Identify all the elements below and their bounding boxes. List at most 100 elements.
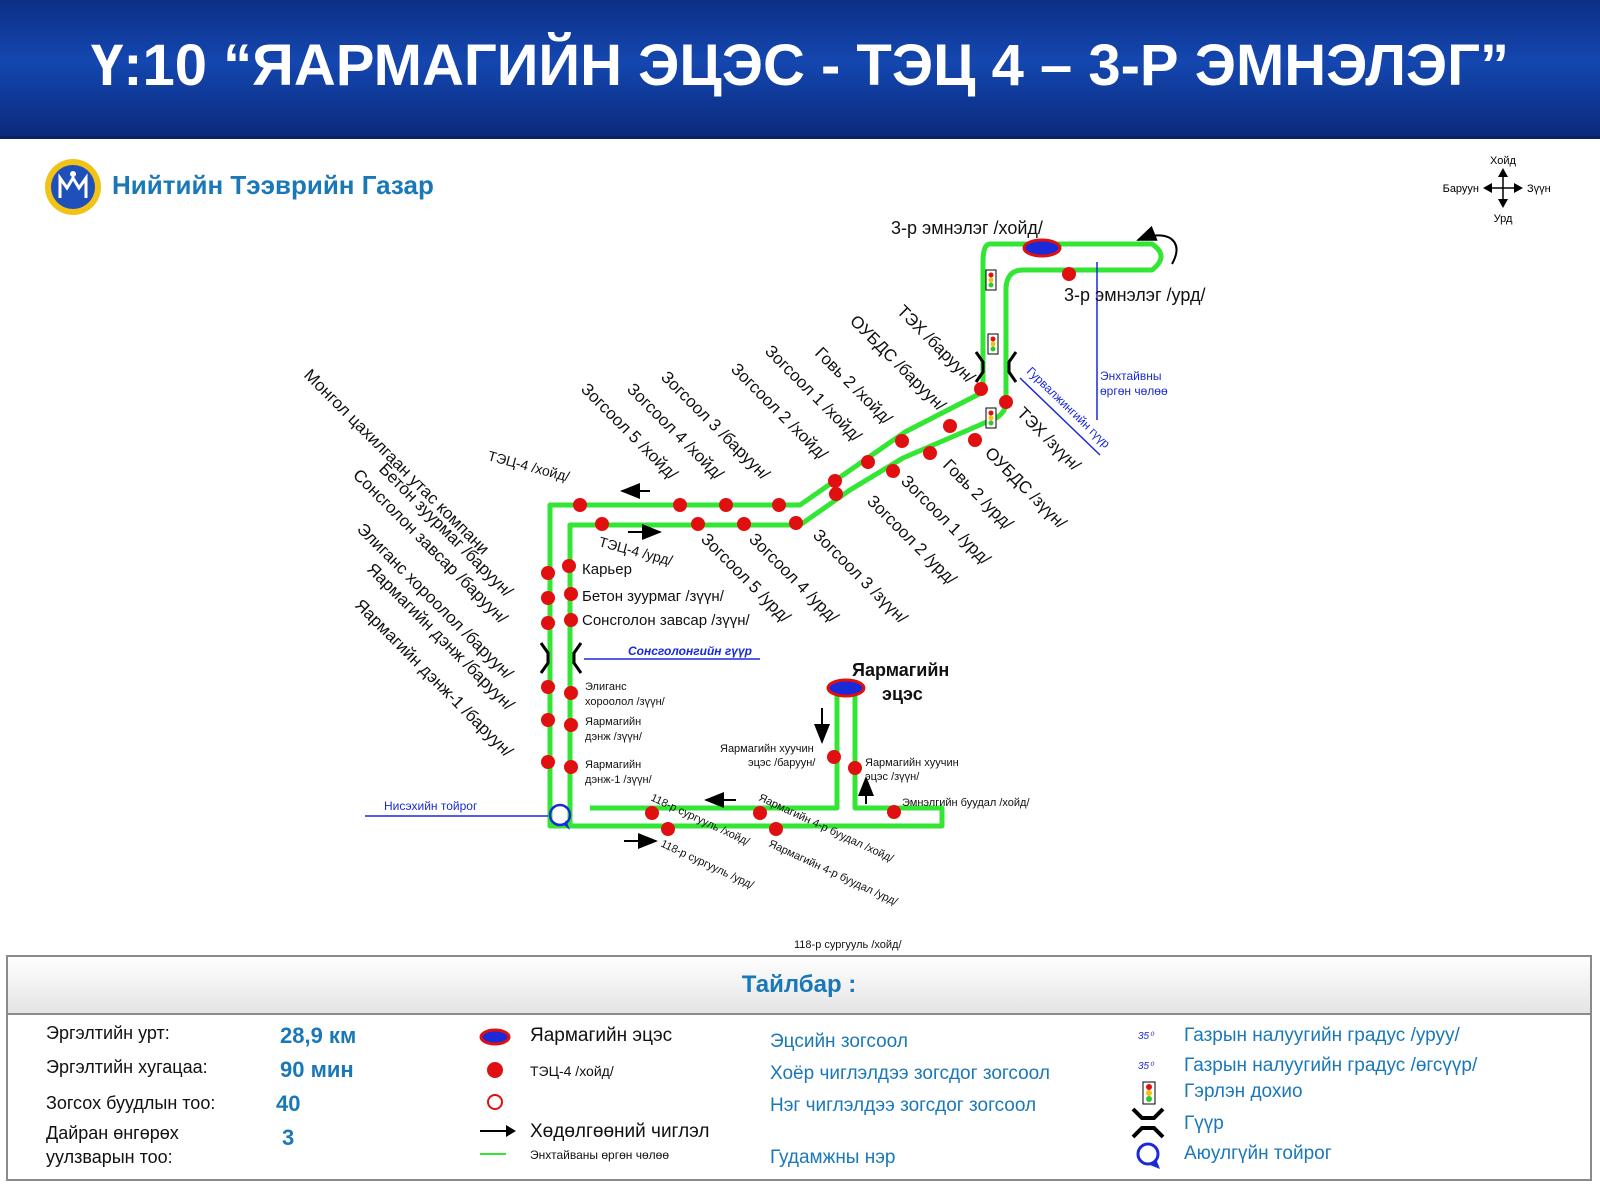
label-terminal-main-2: эцэс (882, 684, 923, 704)
compass-north-label: Хойд (1490, 155, 1516, 167)
terminal-yarmag-icon (826, 678, 866, 698)
legend-stop-filled-label: ТЭЦ-4 /хойд/ (530, 1063, 614, 1079)
legend-terminal-stop-text: Эцсийн зогсоол (770, 1031, 908, 1052)
stat-duration-value: 90 мин (280, 1057, 354, 1082)
stop-marker (541, 755, 555, 769)
stat-intersections-label-2: уулзварын тоо: (46, 1147, 173, 1167)
street-enkhtaivan-2: өргөн чөлөө (1100, 384, 1168, 398)
stop-marker (968, 433, 982, 447)
street-songino: Сонсголонгийн гүүр (628, 644, 752, 658)
label-mongol-tsakh: Монгол цахилгаан утас компани (300, 365, 493, 558)
stop-marker (673, 498, 687, 512)
roundabout-legend-icon (1136, 1142, 1160, 1169)
traffic-light-icon (985, 269, 999, 429)
street-nisekh: Нисэхийн тойрог (384, 799, 478, 813)
route-map: Хойд Урд Баруун Зүүн Энхтайвны өргөн чөл… (300, 155, 1551, 951)
label-karier: Карьер (582, 561, 632, 578)
terminal-3rd-hospital-icon (1022, 238, 1062, 258)
label-terminal-north: 3-р эмнэлэг /хойд/ (891, 218, 1043, 238)
stop-marker (541, 591, 555, 605)
label-beton-e: Бетон зуурмаг /зүүн/ (582, 588, 725, 605)
terminal-legend-icon (479, 1028, 511, 1046)
stop-marker (595, 517, 609, 531)
stat-stops-label: Зогсох буудлын тоо: (46, 1093, 216, 1113)
label-tets4-n: ТЭЦ-4 /хойд/ (486, 447, 571, 484)
stat-length-label: Эргэлтийн урт: (46, 1023, 170, 1043)
label-hospital-stop: Эмнэлгийн буудал /хойд/ (902, 797, 1030, 809)
stop-marker (886, 464, 900, 478)
header-bar: Ү:10 “ЯАРМАГИЙН ЭЦЭС - ТЭЦ 4 – 3-Р ЭМНЭЛ… (0, 0, 1600, 139)
label-songolon-e: Сонсголон завсар /зүүн/ (582, 612, 751, 629)
stat-intersections-value: 3 (282, 1125, 295, 1150)
stop-marker (564, 760, 578, 774)
bus-stops (541, 267, 1076, 836)
label-denj-e: Яармагийн (585, 716, 641, 728)
stop-marker (541, 616, 555, 630)
legend-direction-label: Хөдөлгөөний чиглэл (530, 1121, 710, 1142)
legend-one-way-stop-text: Нэг чиглэлдээ зогсдог зогсоол (770, 1095, 1037, 1116)
street-line-legend-icon (480, 1153, 506, 1155)
label-school118-n-extra: 118-р сургууль /хойд/ (794, 939, 902, 951)
compass-rose: Хойд Урд Баруун Зүүн (1443, 155, 1551, 225)
bridge-icon (539, 351, 1018, 674)
stop-marker (848, 761, 862, 775)
stop-marker (999, 395, 1013, 409)
compass-west-label: Баруун (1443, 183, 1479, 195)
label-denj1-e: Яармагийн (585, 759, 641, 771)
label-eligans-e: Элиганс (585, 681, 627, 693)
stop-marker (541, 680, 555, 694)
legend-two-way-stop-text: Хоёр чиглэлдээ зогсдог зогсоол (770, 1063, 1050, 1084)
slope-down-mark-icon: 35⁰ (1138, 1031, 1154, 1042)
route-line (547, 241, 1164, 829)
stop-marker (541, 566, 555, 580)
stop-marker (564, 718, 578, 732)
legend-traffic-light-label: Гэрлэн дохио (1184, 1081, 1303, 1102)
stop-marker (573, 498, 587, 512)
stat-stops-value: 40 (276, 1091, 301, 1116)
stop-marker (1062, 267, 1076, 281)
compass-south-label: Урд (1494, 213, 1513, 225)
stop-marker (828, 474, 842, 488)
label-old-end-e-2: эцэс /зүүн/ (865, 771, 920, 783)
stop-marker (737, 517, 751, 531)
stop-marker (564, 587, 578, 601)
logo-emblem-icon (45, 159, 101, 215)
stop-empty-legend-icon (487, 1094, 503, 1110)
legend-bridge-label: Гүүр (1184, 1113, 1224, 1134)
stop-marker (827, 750, 841, 764)
stop-marker (769, 822, 783, 836)
stat-duration-label: Эргэлтийн хугацаа: (46, 1057, 208, 1077)
traffic-light-legend-icon (1142, 1081, 1156, 1105)
stop-marker (564, 686, 578, 700)
organization-name: Нийтийн Тээврийн Газар (112, 170, 434, 200)
stop-marker (562, 559, 576, 573)
legend-header: Тайлбар : (8, 957, 1590, 1015)
stop-marker (789, 516, 803, 530)
stop-filled-legend-icon (487, 1062, 503, 1078)
legend-street-line-label: Энхтайваны өргөн чөлөө (530, 1148, 669, 1162)
stop-marker (661, 822, 675, 836)
bridge-legend-icon (1131, 1107, 1165, 1139)
arrow-right-legend-icon (480, 1125, 516, 1137)
page-title: Ү:10 “ЯАРМАГИЙН ЭЦЭС - ТЭЦ 4 – 3-Р ЭМНЭЛ… (90, 33, 1510, 98)
label-denj-e-2: дэнж /зүүн/ (585, 731, 643, 743)
label-terminal-main-1: Яармагийн (852, 660, 949, 680)
label-old-end-e: Яармагийн хуучин (865, 757, 959, 769)
legend-terminal-label: Яармагийн эцэс (530, 1025, 673, 1046)
legend-roundabout-label: Аюулгүйн тойрог (1184, 1143, 1332, 1164)
legend-slope-up-label: Газрын налуугийн градус /өгсүүр/ (1184, 1055, 1478, 1076)
label-eligans-e-2: хороолол /зүүн/ (585, 696, 666, 708)
legend-panel: Тайлбар : Эргэлтийн урт: 28,9 км Эргэлти… (6, 955, 1592, 1181)
stop-marker (923, 446, 937, 460)
slope-up-mark-icon: 35⁰ (1138, 1061, 1154, 1072)
stop-marker (895, 434, 909, 448)
direction-arrows (620, 225, 1178, 849)
stop-marker (719, 498, 733, 512)
legend-title: Тайлбар : (741, 971, 857, 998)
stop-marker (645, 806, 659, 820)
stop-marker (564, 613, 578, 627)
stop-marker (772, 498, 786, 512)
stop-marker (887, 805, 901, 819)
stop-marker (943, 419, 957, 433)
compass-east-label: Зүүн (1527, 183, 1551, 195)
